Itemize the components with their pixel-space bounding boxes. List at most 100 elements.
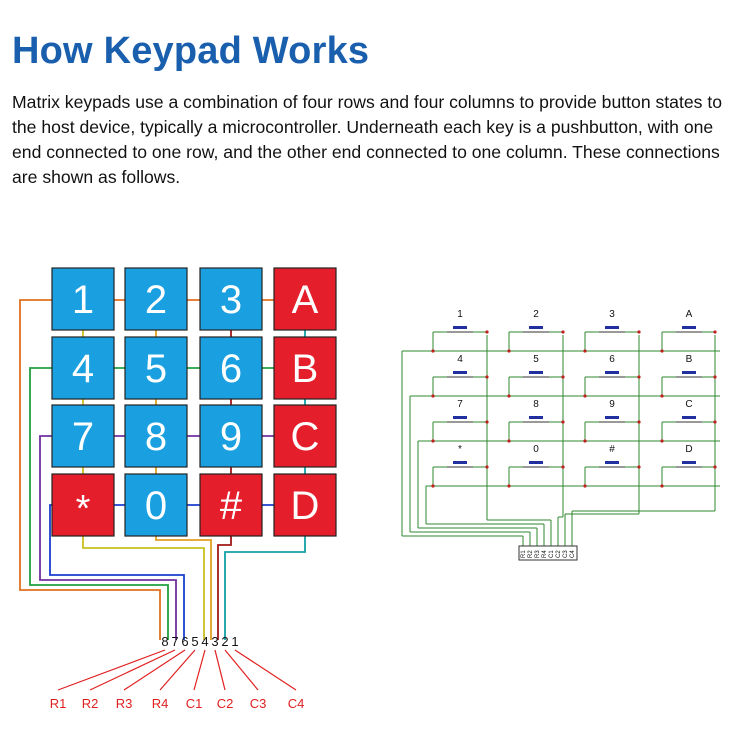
junction-dot bbox=[583, 439, 587, 443]
key-label: 9 bbox=[220, 415, 242, 459]
key-7[interactable]: 7 bbox=[51, 404, 115, 468]
schematic-switch-label: 4 bbox=[457, 354, 463, 365]
schematic-switch-label: # bbox=[609, 444, 615, 455]
key-5[interactable]: 5 bbox=[124, 336, 188, 400]
pin-label-c2: C2 bbox=[217, 696, 234, 711]
switch-plunger bbox=[682, 416, 696, 419]
schematic-switch-b: B bbox=[660, 354, 717, 398]
junction-dot bbox=[583, 349, 587, 353]
pin-label-r3: R3 bbox=[116, 696, 133, 711]
connector-label-r2: R2 bbox=[528, 550, 534, 558]
key-label: * bbox=[76, 488, 91, 530]
junction-dot bbox=[660, 439, 664, 443]
key-label: 3 bbox=[220, 278, 242, 322]
pin-number-8: 8 bbox=[161, 634, 168, 649]
junction-dot bbox=[561, 465, 565, 469]
switch-plunger bbox=[605, 461, 619, 464]
schematic-switch-a: A bbox=[660, 309, 717, 353]
pin-number-4: 4 bbox=[201, 634, 208, 649]
key-label: 6 bbox=[220, 347, 242, 391]
schematic-switch-5: 5 bbox=[507, 354, 565, 398]
schematic-switch-c: C bbox=[660, 399, 717, 443]
pin-lead-c3 bbox=[224, 649, 259, 691]
pin-label-c3: C3 bbox=[250, 696, 267, 711]
key-label: D bbox=[291, 484, 320, 528]
junction-dot bbox=[583, 484, 587, 488]
page-title: How Keypad Works bbox=[12, 30, 370, 72]
pin-number-3: 3 bbox=[211, 634, 218, 649]
pin-number-6: 6 bbox=[181, 634, 188, 649]
junction-dot bbox=[713, 420, 717, 424]
key-face bbox=[51, 267, 115, 331]
key-face bbox=[51, 404, 115, 468]
junction-dot bbox=[485, 375, 489, 379]
junction-dot bbox=[660, 349, 664, 353]
key-1[interactable]: 1 bbox=[51, 267, 115, 331]
key-8[interactable]: 8 bbox=[124, 404, 188, 468]
key-face bbox=[51, 336, 115, 400]
key-label: 1 bbox=[72, 278, 94, 322]
key-label: A bbox=[292, 278, 319, 322]
schematic-switch-star: * bbox=[431, 444, 489, 488]
pin-lead-c2 bbox=[214, 649, 226, 691]
switch-plunger bbox=[605, 416, 619, 419]
key-face bbox=[199, 404, 263, 468]
key-face bbox=[199, 473, 263, 537]
junction-dot bbox=[431, 394, 435, 398]
key-label: 0 bbox=[145, 484, 167, 528]
key-face bbox=[124, 336, 188, 400]
key-face bbox=[124, 473, 188, 537]
junction-dot bbox=[637, 465, 641, 469]
switch-plunger bbox=[605, 371, 619, 374]
schematic-switch-9: 9 bbox=[583, 399, 641, 443]
key-0[interactable]: 0 bbox=[124, 473, 188, 537]
schematic-switch-0: 0 bbox=[507, 444, 565, 488]
schematic-switch-label: C bbox=[685, 399, 692, 410]
switch-plunger bbox=[529, 416, 543, 419]
schematic-switch-3: 3 bbox=[583, 309, 641, 353]
intro-paragraph: Matrix keypads use a combination of four… bbox=[12, 92, 722, 187]
key-face bbox=[273, 473, 337, 537]
schematic-switch-2: 2 bbox=[507, 309, 565, 353]
schematic-switch-label: B bbox=[686, 354, 693, 365]
switch-plunger bbox=[453, 371, 467, 374]
schematic-switch-label: * bbox=[458, 444, 462, 455]
junction-dot bbox=[431, 439, 435, 443]
junction-dot bbox=[431, 484, 435, 488]
key-star[interactable]: * bbox=[51, 473, 115, 537]
pin-lead-c1 bbox=[193, 649, 206, 691]
junction-dot bbox=[637, 330, 641, 334]
junction-dot bbox=[713, 465, 717, 469]
schematic-switch-label: D bbox=[685, 444, 692, 455]
connector-label-c2: C2 bbox=[556, 550, 562, 558]
junction-dot bbox=[485, 420, 489, 424]
key-label: # bbox=[220, 484, 243, 528]
schematic-switch-7: 7 bbox=[431, 399, 489, 443]
key-hash[interactable]: # bbox=[199, 473, 263, 537]
key-label: 5 bbox=[145, 347, 167, 391]
switch-plunger bbox=[529, 326, 543, 329]
junction-dot bbox=[431, 349, 435, 353]
key-9[interactable]: 9 bbox=[199, 404, 263, 468]
switch-plunger bbox=[682, 326, 696, 329]
key-c[interactable]: C bbox=[273, 404, 337, 468]
switch-plunger bbox=[682, 461, 696, 464]
key-a[interactable]: A bbox=[273, 267, 337, 331]
pin-label-r1: R1 bbox=[50, 696, 67, 711]
key-d[interactable]: D bbox=[273, 473, 337, 537]
key-face bbox=[199, 267, 263, 331]
junction-dot bbox=[583, 394, 587, 398]
schematic-switch-label: 2 bbox=[533, 309, 539, 320]
key-3[interactable]: 3 bbox=[199, 267, 263, 331]
pin-lead-r2 bbox=[89, 649, 176, 691]
pin-label-c4: C4 bbox=[288, 696, 305, 711]
key-label: 7 bbox=[72, 415, 94, 459]
key-6[interactable]: 6 bbox=[199, 336, 263, 400]
key-b[interactable]: B bbox=[273, 336, 337, 400]
key-2[interactable]: 2 bbox=[124, 267, 188, 331]
key-4[interactable]: 4 bbox=[51, 336, 115, 400]
schematic-switch-8: 8 bbox=[507, 399, 565, 443]
